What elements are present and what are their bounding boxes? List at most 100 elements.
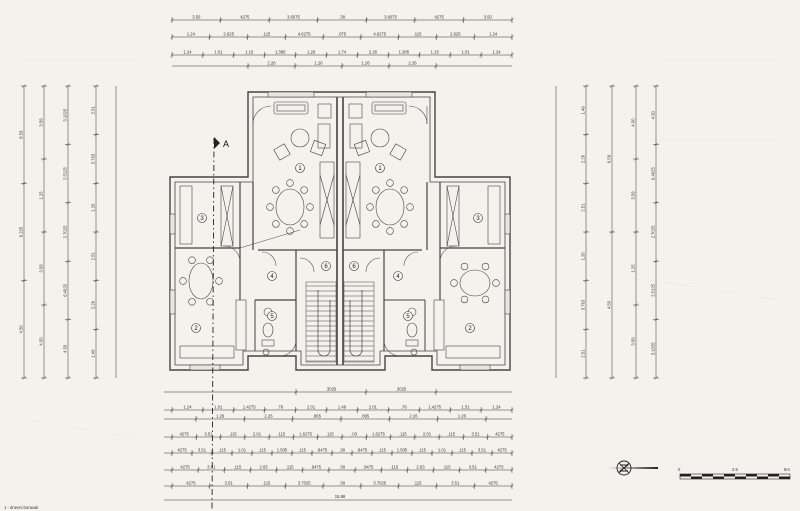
dim-label: 3.7025 [373, 481, 386, 486]
dim-label: .115 [447, 432, 456, 437]
dim-label: 4.6275 [373, 32, 386, 37]
scale-bar: 0 2.5 5m [678, 467, 790, 480]
dim-label: 2.51 [581, 349, 586, 358]
dim-label: 1.01 [214, 405, 223, 410]
dim-label: .865 [313, 414, 322, 419]
dim-label: .3025 [326, 387, 337, 392]
dim-label: 4275 [240, 15, 250, 20]
dim-label: 3.59 [39, 118, 44, 127]
dim-label: .115 [418, 448, 427, 453]
bottom-dimension-lines [164, 389, 514, 501]
dim-label: .115 [378, 448, 387, 453]
room-number-circle [267, 311, 277, 321]
room-number: 4 [396, 274, 400, 280]
dim-label: 1.25 [39, 191, 44, 200]
dim-label: 2.63 [416, 465, 425, 470]
dim-label: 3.6075 [384, 15, 397, 20]
north-arrow-icon [608, 460, 658, 476]
dim-label: .3025 [396, 387, 407, 392]
dim-label: 1.51 [462, 405, 471, 410]
dim-label: 1.6275 [372, 432, 385, 437]
dim-label: 3.51 [225, 481, 234, 486]
dim-label: .115 [229, 432, 238, 437]
dim-label: .115 [443, 465, 452, 470]
dim-label: 4.50 [651, 110, 656, 119]
dim-label: 2.01 [423, 432, 432, 437]
dim-label: 1.01 [238, 448, 247, 453]
dim-label: 1.26 [91, 203, 96, 212]
room-number: 3 [200, 216, 204, 222]
dim-label: 4275 [494, 465, 504, 470]
section-marker-label: A [223, 139, 229, 149]
dim-label: 3.59 [39, 264, 44, 273]
dim-label: .115 [399, 432, 408, 437]
dim-label: 3.51 [469, 465, 478, 470]
dim-label: 3.51 [478, 448, 487, 453]
dim-label: 2.5125 [651, 283, 656, 296]
dim-label: 4.50 [631, 118, 636, 127]
dim-label: .9475 [357, 448, 368, 453]
dim-label: 3.7025 [298, 481, 311, 486]
section-cut-line: A [211, 137, 229, 511]
dim-label: .865 [361, 414, 370, 419]
dim-label: .38 [339, 465, 345, 470]
dim-label: 1.24 [489, 32, 498, 37]
dim-label: 2.26 [91, 300, 96, 309]
room-number: 5 [270, 314, 274, 320]
furniture [179, 101, 501, 359]
room-number: 6 [352, 264, 356, 270]
scale-label-2.5: 2.5 [732, 467, 738, 472]
dim-label: .115 [414, 481, 423, 486]
dim-label: 6.4025 [651, 167, 656, 180]
total-width-label: 15.99 [335, 494, 346, 499]
dim-label: 1.24 [183, 50, 192, 55]
dim-label: .38 [339, 15, 345, 20]
dim-label: 4275 [177, 448, 187, 453]
dim-label: 1.24 [492, 50, 501, 55]
dim-label: 4275 [186, 481, 196, 486]
dim-label: 2.26 [369, 50, 378, 55]
dim-label: 3.59 [631, 337, 636, 346]
dim-label: 3.51 [471, 432, 480, 437]
dim-label: 2.51 [581, 203, 586, 212]
dim-label: .115 [233, 465, 242, 470]
room-number-circle [191, 323, 201, 333]
dim-label: .115 [458, 448, 467, 453]
dim-label: 1.49 [581, 106, 586, 115]
dim-label: 2.7025 [651, 225, 656, 238]
building-walls [169, 91, 511, 371]
dim-label: 3.51 [198, 448, 207, 453]
room-number: 1 [298, 166, 302, 172]
dim-label: 1.505 [277, 448, 288, 453]
dim-label: 2.7025 [63, 225, 68, 238]
room-number-circle [403, 311, 413, 321]
dim-label: 1.385 [275, 50, 286, 55]
dim-label: 1.15 [245, 50, 254, 55]
dim-label: 4275 [179, 432, 189, 437]
right-dimension-lines [555, 84, 659, 380]
dim-label: .38 [339, 448, 345, 453]
dim-label: 1.26 [216, 414, 225, 419]
dim-label: .03 [351, 432, 357, 437]
dim-label: .9475 [311, 465, 322, 470]
dim-label: 4.50 [19, 325, 24, 334]
dim-label: .115 [390, 465, 399, 470]
dim-label: 1.4275 [428, 405, 441, 410]
room-number-circle [267, 271, 277, 281]
dim-label: 2.01 [307, 405, 316, 410]
dim-label: 4275 [497, 448, 507, 453]
scale-label-5m: 5m [784, 467, 790, 472]
scale-label-0: 0 [678, 467, 681, 472]
left-dimension-lines [21, 84, 117, 380]
dim-label: 1.26 [361, 61, 370, 66]
room-number: 5 [406, 314, 410, 320]
dim-label: 2.26 [408, 61, 417, 66]
dim-label: .115 [286, 465, 295, 470]
dim-label: 4275 [495, 432, 505, 437]
dim-label: 2.5125 [63, 167, 68, 180]
dim-label: 1.24 [492, 405, 501, 410]
dim-label: 1.26 [307, 50, 316, 55]
room-number-circle [375, 163, 385, 173]
dim-label: 3.1025 [651, 342, 656, 355]
